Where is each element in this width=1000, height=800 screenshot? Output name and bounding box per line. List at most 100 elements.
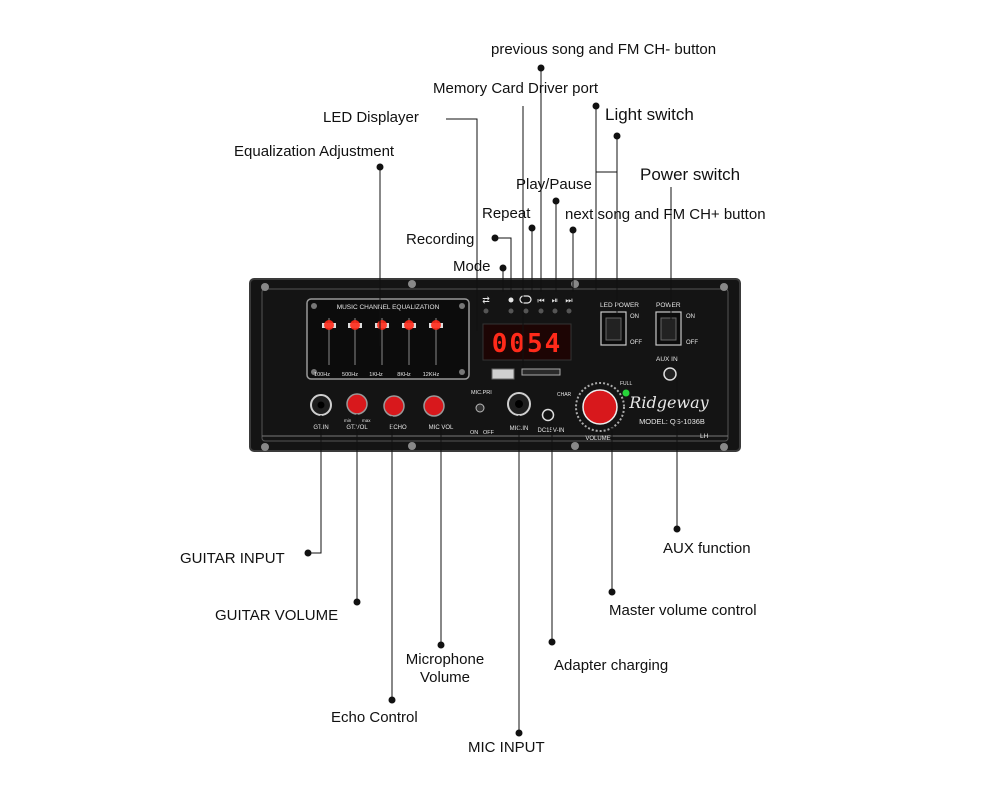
usb-port[interactable] — [491, 368, 515, 380]
dc-input-jack[interactable] — [541, 408, 555, 422]
leader-dot — [537, 64, 545, 72]
control-panel: MUSIC CHANNEL EQUALIZATION — [249, 278, 741, 452]
mic-priority-button[interactable] — [475, 403, 485, 413]
leader-dot — [528, 224, 536, 232]
eq-band-label: 1KHz — [369, 372, 383, 378]
on-label: ON — [630, 314, 639, 320]
leader-dot — [548, 638, 556, 646]
led-display — [482, 323, 572, 361]
callout-mode: Mode — [453, 258, 491, 275]
callout-led-displayer: LED Displayer — [323, 109, 419, 126]
off-label: OFF — [630, 340, 642, 346]
leader-dot — [515, 729, 523, 737]
callout-microphone-volume-line2: Volume — [419, 669, 471, 686]
volume-label: VOLUME — [585, 436, 610, 442]
memory-card-slot[interactable] — [521, 368, 561, 376]
eq-slider-8khz[interactable] — [402, 318, 416, 365]
play-pause-button[interactable] — [552, 308, 558, 314]
leader-dot — [499, 264, 507, 272]
eq-band-label: 8KHz — [397, 372, 411, 378]
leader-dot — [437, 641, 445, 649]
guitar-volume-knob[interactable] — [346, 393, 368, 415]
leader-guitar-input — [308, 415, 322, 554]
callout-play-pause: Play/Pause — [516, 176, 592, 193]
off-label: OFF — [483, 430, 495, 436]
repeat-button[interactable] — [523, 308, 529, 314]
eq-slider-12khz[interactable] — [429, 318, 443, 365]
screw — [311, 369, 317, 375]
screw — [261, 443, 269, 451]
model-label: MODEL: QS-1036B — [639, 417, 705, 426]
callout-echo-control: Echo Control — [331, 709, 418, 726]
screw — [311, 303, 317, 309]
max-label: max — [362, 418, 371, 423]
leader-dot — [592, 102, 600, 110]
screw — [459, 303, 465, 309]
leader-dot — [304, 549, 312, 557]
panel-inner-border — [261, 288, 729, 442]
eq-band-label: 500Hz — [342, 372, 358, 378]
eq-slider-100hz[interactable] — [322, 318, 336, 365]
previous-button[interactable] — [538, 308, 544, 314]
callout-master-volume: Master volume control — [609, 602, 757, 619]
aux-in-jack[interactable] — [663, 367, 677, 381]
callout-adapter-charging: Adapter charging — [554, 657, 669, 674]
recording-icon — [508, 297, 514, 303]
leader-dots — [304, 64, 681, 737]
mode-button[interactable] — [483, 308, 489, 314]
echo-label: ECHO — [389, 425, 407, 431]
echo-knob[interactable] — [383, 395, 405, 417]
repeat-icon — [519, 295, 532, 304]
eq-band-label: 12KHz — [423, 372, 440, 378]
master-volume-ring — [575, 382, 625, 432]
dc-in-label: DC15V-IN — [537, 428, 564, 434]
leader-led-displayer — [446, 118, 478, 331]
eq-module — [306, 298, 470, 380]
leader-dot — [376, 163, 384, 171]
led-power-label: LED POWER — [600, 302, 639, 309]
callout-guitar-input: GUITAR INPUT — [180, 550, 285, 567]
leader-dot — [353, 598, 361, 606]
previous-icon: ⏮ — [537, 296, 544, 305]
leader-dot — [673, 525, 681, 533]
screw — [571, 442, 579, 450]
callout-microphone-volume: Microphone Volume — [395, 651, 495, 687]
leader-dot — [388, 696, 396, 704]
callout-memory-card: Memory Card Driver port — [433, 80, 599, 97]
min-label: min — [344, 418, 352, 423]
char-label: CHAR — [557, 392, 572, 398]
callout-recording: Recording — [406, 231, 475, 248]
recording-button[interactable] — [508, 308, 514, 314]
lh-label: LH — [700, 433, 709, 440]
eq-title: MUSIC CHANNEL EQUALIZATION — [337, 304, 440, 311]
mic-volume-knob[interactable] — [423, 395, 445, 417]
screw — [571, 280, 579, 288]
callout-next-song: next song and FM CH+ button — [565, 206, 766, 223]
leader-lines — [308, 68, 678, 733]
leader-dot — [569, 226, 577, 234]
leader-dot — [608, 588, 616, 596]
on-label: ON — [470, 430, 478, 436]
callout-guitar-volume: GUITAR VOLUME — [215, 607, 339, 624]
eq-band-label: 100Hz — [314, 372, 330, 378]
mic-pri-label: MIC.PRI — [471, 390, 492, 396]
callout-prev-song: previous song and FM CH- button — [491, 41, 717, 58]
full-label: FULL — [620, 381, 632, 387]
screw — [459, 369, 465, 375]
leader-dot — [552, 197, 560, 205]
callout-microphone-volume-line1: Microphone — [405, 651, 485, 668]
callout-aux-function: AUX function — [663, 540, 751, 557]
callout-equalization: Equalization Adjustment — [234, 143, 395, 160]
screw — [408, 442, 416, 450]
leader-recording — [495, 237, 512, 292]
master-volume-knob[interactable] — [582, 389, 618, 425]
brand-logo: Ridgeway — [628, 393, 709, 412]
screw — [408, 280, 416, 288]
next-button[interactable] — [566, 308, 572, 314]
play-pause-icon: ⏯ — [552, 296, 558, 305]
transport-buttons: ⇄ ⏮ ⏯ ⏭ — [482, 295, 573, 314]
eq-slider-500hz[interactable] — [348, 318, 362, 365]
screw — [720, 283, 728, 291]
